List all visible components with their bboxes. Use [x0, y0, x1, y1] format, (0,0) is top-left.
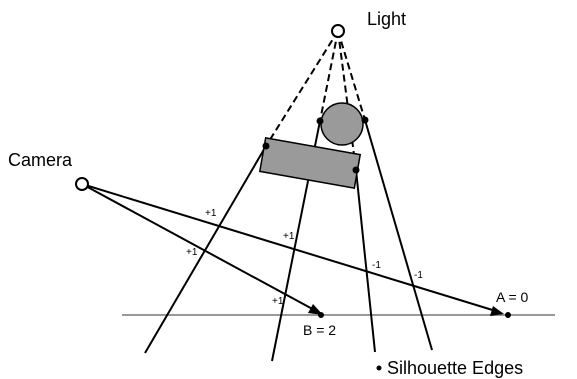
- point-b-label: B = 2: [303, 322, 336, 338]
- ray-arrowheads: [308, 304, 504, 316]
- count-ray-a-fourth: -1: [414, 270, 423, 281]
- ray-to-a: [81, 183, 500, 313]
- sphere-occluder: [320, 102, 364, 146]
- count-ray-a-third: -1: [372, 260, 381, 271]
- camera-icon: [75, 177, 89, 191]
- legend-bullet-icon: [376, 365, 382, 371]
- camera-label: Camera: [8, 150, 73, 170]
- legend-label: Silhouette Edges: [387, 358, 523, 378]
- light-to-silhouette-dashed-lines: [265, 30, 366, 171]
- camera-rays: [81, 183, 500, 313]
- count-ray-b-first: +1: [186, 247, 198, 258]
- light-source-icon: [331, 24, 345, 38]
- silhouette-points: [262, 116, 369, 174]
- count-ray-a-first: +1: [205, 208, 217, 219]
- count-ray-b-second: +1: [272, 296, 284, 307]
- light-label: Light: [367, 9, 406, 29]
- point-a-label: A = 0: [496, 289, 529, 305]
- point-a-marker: [505, 312, 511, 318]
- count-ray-a-second: +1: [283, 231, 295, 242]
- point-b-marker: [318, 312, 324, 318]
- ray-to-b: [81, 183, 319, 313]
